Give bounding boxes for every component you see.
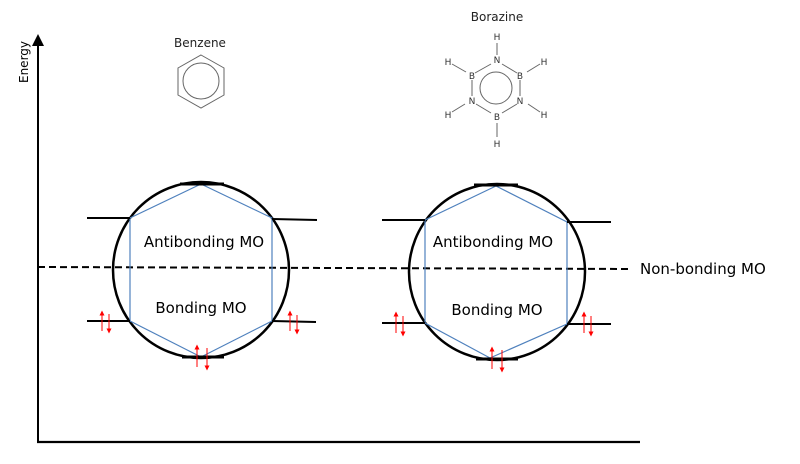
benzene-antibonding-label: Antibonding MO bbox=[144, 233, 264, 251]
atom-b-upper-right: B bbox=[517, 72, 523, 82]
nonbonding-level-line bbox=[37, 266, 633, 270]
benzene-level-lower-right bbox=[271, 320, 317, 323]
borazine-electrons-left bbox=[393, 311, 406, 337]
benzene-level-upper-right bbox=[271, 218, 318, 221]
benzene-electrons bbox=[99, 310, 112, 334]
atom-h-upper-left: H bbox=[445, 58, 452, 68]
nonbonding-label: Non-bonding MO bbox=[640, 260, 766, 278]
borazine-mo-diagram: Antibonding MO Bonding MO bbox=[382, 182, 611, 373]
benzene-electrons-bottom bbox=[194, 344, 210, 371]
atom-h-lower-left: H bbox=[445, 111, 452, 121]
energy-axis: Energy bbox=[17, 34, 640, 444]
atom-n-lower-left: N bbox=[469, 97, 476, 107]
benzene-frost-hexagon bbox=[129, 183, 273, 358]
atom-h-top: H bbox=[494, 33, 501, 43]
atom-h-bottom: H bbox=[494, 140, 501, 150]
borazine-structure: Borazine N B N B N B H H H H H bbox=[445, 10, 548, 150]
borazine-frost-circle bbox=[407, 182, 587, 362]
borazine-title: Borazine bbox=[471, 10, 523, 24]
atom-n-lower-right: N bbox=[517, 97, 524, 107]
borazine-frost-hexagon bbox=[424, 185, 568, 359]
borazine-antibonding-label: Antibonding MO bbox=[433, 233, 553, 251]
benzene-bonding-label: Bonding MO bbox=[155, 299, 246, 317]
borazine-electrons-bottom bbox=[489, 346, 505, 373]
energy-axis-label: Energy bbox=[17, 41, 31, 83]
benzene-title: Benzene bbox=[174, 36, 226, 50]
benzene-aromatic-ring bbox=[182, 62, 220, 100]
benzene-hexagon bbox=[177, 54, 225, 109]
borazine-aromatic-ring bbox=[479, 71, 513, 105]
atom-h-upper-right: H bbox=[541, 58, 548, 68]
atom-b-bottom: B bbox=[494, 113, 500, 123]
atom-b-upper-left: B bbox=[469, 72, 475, 82]
borazine-bonding-label: Bonding MO bbox=[451, 301, 542, 319]
atom-n-top: N bbox=[494, 56, 501, 66]
benzene-electrons-right bbox=[287, 310, 300, 335]
benzene-structure: Benzene bbox=[174, 36, 226, 109]
borazine-bonds bbox=[451, 43, 541, 137]
atom-h-lower-right: H bbox=[541, 111, 548, 121]
benzene-mo-diagram: Antibonding MO Bonding MO bbox=[87, 180, 318, 371]
benzene-frost-circle bbox=[111, 180, 291, 360]
borazine-electrons-right bbox=[581, 311, 594, 337]
